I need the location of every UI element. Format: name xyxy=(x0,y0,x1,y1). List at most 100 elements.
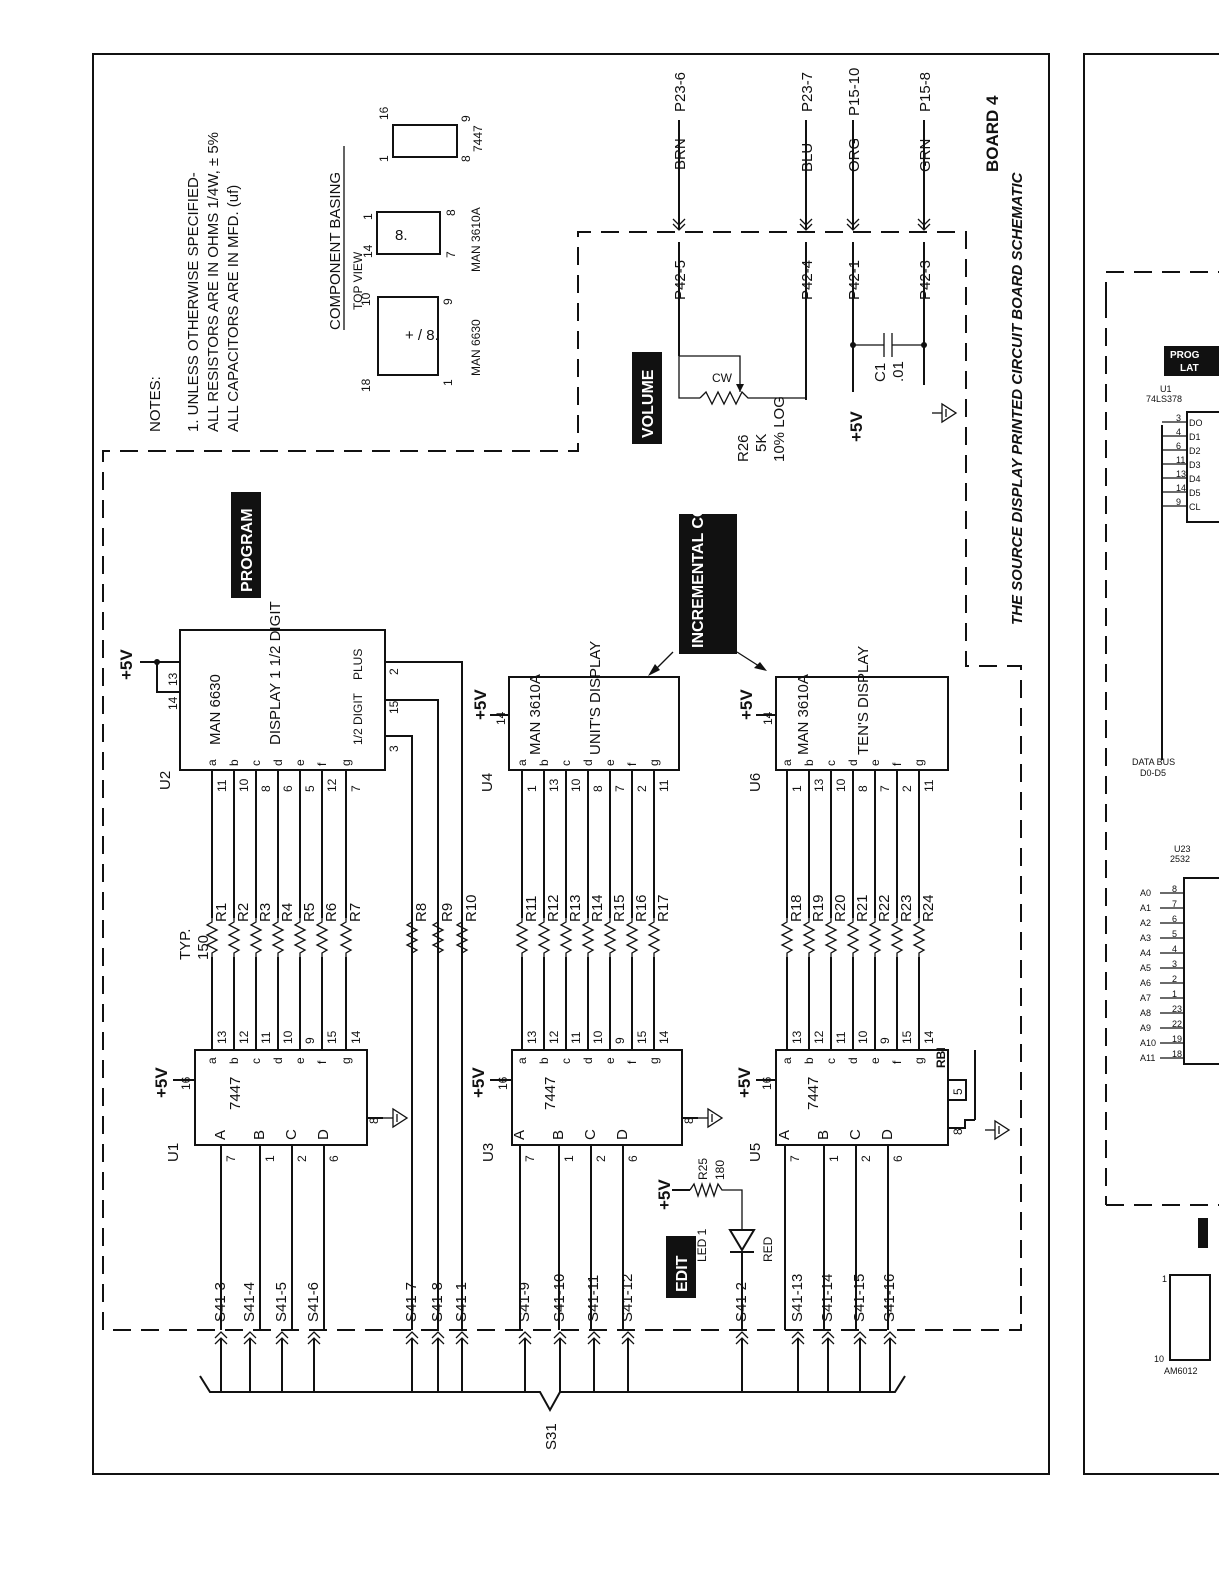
notes-line-1: 1. UNLESS OTHERWISE SPECIFIED- xyxy=(185,172,202,432)
disp2-seg-d: d xyxy=(846,759,860,766)
connector-s41-4: S41-4 xyxy=(241,1282,258,1322)
u1-pin8: 8 xyxy=(367,1117,381,1124)
pkg1-pin1: 1 xyxy=(441,379,455,386)
bottom-chip-pin10: 10 xyxy=(1154,1354,1164,1364)
resistor-r22 xyxy=(869,917,881,958)
dec0-in-A: A xyxy=(212,1130,229,1140)
volume-label-bg xyxy=(632,352,662,444)
incremental-label-bg xyxy=(679,514,737,654)
dec1-pin-4: 9 xyxy=(613,1037,627,1044)
dec0-inpin-0: 7 xyxy=(224,1155,238,1162)
connector-s41-5: S41-5 xyxy=(273,1282,290,1322)
connector-s41-6: S41-6 xyxy=(305,1282,322,1322)
wire-brn: BRN P23-6 P42-5 xyxy=(672,72,689,356)
latch-lbl-5: D5 xyxy=(1189,488,1201,498)
u6-ref: U6 xyxy=(747,773,764,792)
connector-s41-13: S41-13 xyxy=(789,1274,806,1322)
board-number: BOARD 4 xyxy=(983,95,1002,172)
latch-lbl-3: D3 xyxy=(1189,460,1201,470)
disp0-pin-2: 8 xyxy=(259,785,273,792)
display-u2: U2 MAN 6630 DISPLAY 1 1/2 DIGIT 1/2 DIGI… xyxy=(117,601,463,1330)
latch-lbl-4: D4 xyxy=(1189,474,1201,484)
dec1-in-D: D xyxy=(614,1129,631,1140)
decoder-u5: U5 7447 +5V 16 RBI 5 8 xyxy=(735,1047,1010,1162)
dec1-inpin-3: 6 xyxy=(626,1155,640,1162)
dec2-out-f: f xyxy=(890,1060,904,1064)
pkg1-pin9: 9 xyxy=(441,298,455,305)
disp0-seg-f: f xyxy=(315,762,329,766)
addr-pin-9: 22 xyxy=(1172,1019,1182,1029)
r25-ref: R25 xyxy=(696,1158,710,1180)
connector-s41-1: S41-1 xyxy=(453,1282,470,1322)
u5-pin5: 5 xyxy=(951,1088,965,1095)
connector-s41-9: S41-9 xyxy=(516,1282,533,1322)
label-r17: R17 xyxy=(655,894,672,922)
disp1-seg-g: g xyxy=(647,759,661,766)
u6-desc: TEN'S DISPLAY xyxy=(855,646,872,755)
connector-s41-15: S41-15 xyxy=(851,1274,868,1322)
disp2-pin-4: 7 xyxy=(878,785,892,792)
label-r3: R3 xyxy=(257,903,274,922)
dec0-out-e: e xyxy=(293,1057,307,1064)
wire-blu-color: BLU xyxy=(799,143,816,172)
latch-title-bg xyxy=(1164,346,1219,376)
plug-p15-8: P15-8 xyxy=(917,72,934,112)
conn-chev-0 xyxy=(214,1331,228,1339)
dec0-out-b: b xyxy=(227,1057,241,1064)
conn-chev-9 xyxy=(587,1331,601,1339)
disp1-seg-a: a xyxy=(515,759,529,766)
label-r2: R2 xyxy=(235,903,252,922)
disp0-seg-c: c xyxy=(249,760,263,766)
dec2-out-b: b xyxy=(802,1057,816,1064)
dec0-pin-1: 12 xyxy=(237,1030,251,1044)
disp1-pin-3: 8 xyxy=(591,785,605,792)
decoder-u1: U1 7447 +5V 16 8 xyxy=(152,1049,408,1162)
pkg-man3610a xyxy=(376,211,441,255)
resistor-r17 xyxy=(648,917,660,958)
display-u6: U6 MAN 3610A TEN'S DISPLAY +5V 14 xyxy=(737,646,949,792)
program-label-bg xyxy=(231,492,261,598)
addr-a8: A8 xyxy=(1140,1008,1151,1018)
wire-brn-color: BRN xyxy=(672,138,689,170)
pkg1-pin18: 18 xyxy=(359,378,373,392)
label-r15: R15 xyxy=(611,894,628,922)
disp0-seg-a: a xyxy=(205,759,219,766)
generated-elements: R1a11a13R2b10b12R3c8c11R4d6d10R5e5e9R6f1… xyxy=(177,413,1203,1392)
label-r14: R14 xyxy=(589,894,606,922)
resistor-r20 xyxy=(825,917,837,958)
pkg3-pin9: 9 xyxy=(459,115,473,122)
dec2-out-c: c xyxy=(824,1058,838,1064)
right-panel-frame xyxy=(1083,53,1219,1475)
label-r11: R11 xyxy=(523,896,540,922)
dec2-pin-0: 13 xyxy=(790,1030,804,1044)
label-r16: R16 xyxy=(633,894,650,922)
wire-grn-color: GRN xyxy=(917,139,934,172)
dec0-out-a: a xyxy=(205,1057,219,1064)
resistor-r5 xyxy=(294,917,306,958)
dec2-out-d: d xyxy=(846,1057,860,1064)
pot-cw: CW xyxy=(712,371,733,385)
dec1-inpin-1: 1 xyxy=(562,1155,576,1162)
dec0-out-d: d xyxy=(271,1057,285,1064)
latch-ref: U1 xyxy=(1160,384,1172,394)
resistor-r21 xyxy=(847,917,859,958)
volume-label: VOLUME xyxy=(640,369,657,438)
resistor-r2 xyxy=(228,917,240,958)
latch-lbl-6: CL xyxy=(1189,502,1201,512)
latch-lbl-2: D2 xyxy=(1189,446,1201,456)
bus-label: S31 xyxy=(543,1423,560,1450)
addr-pin-2: 6 xyxy=(1172,914,1177,924)
dec2-inpin-3: 6 xyxy=(891,1155,905,1162)
led-edit: +5V R25 180 LED 1 RED xyxy=(655,1158,775,1330)
dec2-in-B: B xyxy=(815,1130,832,1140)
disp2-pin-3: 8 xyxy=(856,785,870,792)
addr-pin-5: 3 xyxy=(1172,959,1177,969)
connector-s41-10: S41-10 xyxy=(551,1274,568,1322)
pkg-7447 xyxy=(392,124,458,158)
addr-a6: A6 xyxy=(1140,978,1151,988)
resistor-r14 xyxy=(582,917,594,958)
dec2-pin-3: 10 xyxy=(856,1030,870,1044)
u5-plus5v: +5V xyxy=(735,1067,754,1098)
bottom-chip: AM6012 xyxy=(1164,1366,1198,1376)
notes-line-2: ALL RESISTORS ARE IN OHMS 1/4W, ± 5% xyxy=(205,132,222,432)
